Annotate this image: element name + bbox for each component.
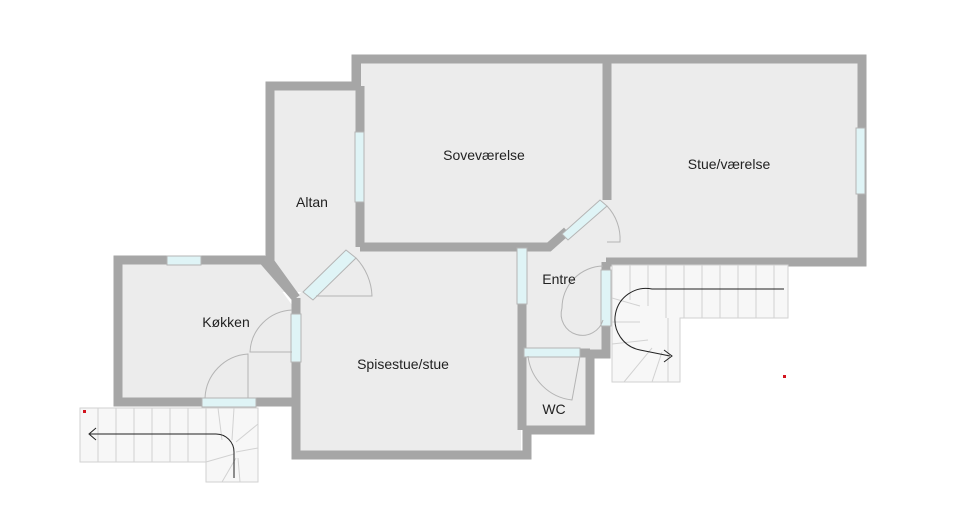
floor-kokken [119,261,292,400]
window-bedroom-west [354,131,365,203]
label-kokken: Køkken [202,314,249,330]
floor-wc [521,350,587,430]
stairs-left-walkline [90,433,235,478]
marker-left [83,410,86,413]
doors [204,199,621,401]
window-entre-west [516,247,528,305]
stairs-right-arrowhead [663,349,673,363]
label-sovevaerelse: Soveværelse [443,147,525,163]
label-altan: Altan [296,194,328,210]
stairs-left-arrowhead [88,427,97,441]
outer-wall-bottom [291,262,611,460]
floor-entre [521,246,607,350]
stairs-left-outline [79,407,259,483]
floor-spisestue-stue [292,246,521,456]
floor-stue-vaerelse [607,63,859,259]
door-altan-swing [316,257,373,297]
window-wc-north [523,347,581,358]
stairs-left [79,407,259,483]
label-spisestue-stue: Spisestue/stue [357,356,449,372]
outer-wall-top [351,54,867,267]
floors [119,63,859,456]
windows [166,127,866,408]
outer-wall-kokken [113,255,300,407]
stairs-right-steps [611,265,775,383]
door-bedroom-swing [606,205,621,243]
window-stue-entre [600,269,612,327]
door-entre-swing [560,265,604,336]
window-kokken-south [201,397,257,408]
stairs-right [611,264,789,383]
window-kokken-north [166,255,202,266]
door-kokken-swing [249,309,293,353]
label-entre: Entre [542,271,576,287]
room-labels: Soveværelse Stue/værelse Altan Entre Køk… [202,147,770,417]
window-stue-east [855,127,866,195]
stairs-right-walkline [614,287,784,357]
marker-right [783,375,786,378]
label-stue-vaerelse: Stue/værelse [688,156,771,172]
inner-wall-bedroom-south [360,227,570,252]
door-wc-swing [527,355,581,401]
window-kokken-east [290,313,302,363]
label-wc: WC [542,401,565,417]
door-kokken-south-swing [204,353,249,399]
floor-sovevaerelse [361,63,607,246]
stairs-left-steps [97,407,259,483]
